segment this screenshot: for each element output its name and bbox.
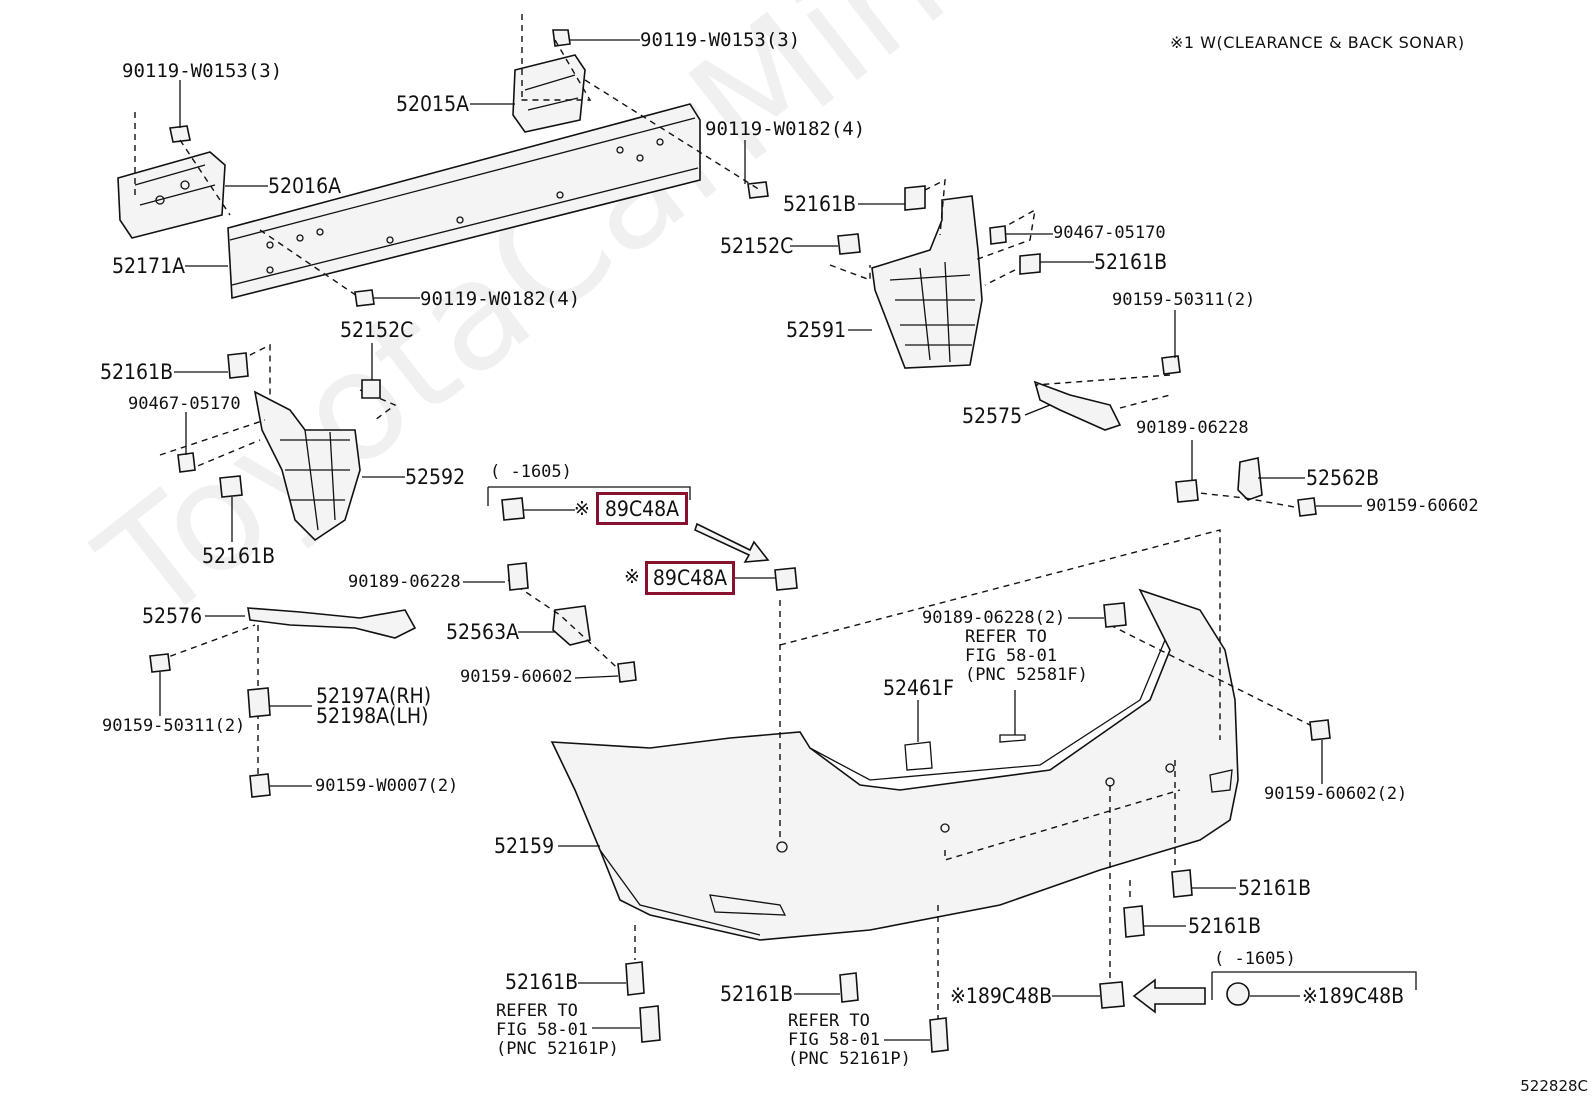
refer2-line2: FIG 58-01 [496,1020,589,1040]
label-90119-w0153-top[interactable]: 90119-W0153(3) [640,29,801,51]
label-90159-w0007[interactable]: 90159-W0007(2) [315,776,459,796]
figure-code: 522828C [1520,1077,1588,1095]
label-90119-w0153-left[interactable]: 90119-W0153(3) [122,60,283,82]
refer3-line3: (PNC 52161P) [788,1049,911,1069]
bolts-upper [169,29,769,307]
refer2-line1: REFER TO [496,1001,578,1021]
label-52161b-r1[interactable]: 52161B [783,192,857,216]
label-89c48b-2[interactable]: ※189C48B [1302,984,1405,1008]
label-52015a[interactable]: 52015A [396,92,470,116]
label-52171a[interactable]: 52171A [112,254,186,278]
label-90159-50311-r[interactable]: 90159-50311(2) [1112,290,1256,310]
label-52562b[interactable]: 52562B [1306,466,1380,490]
leader-lines [159,39,1417,1041]
note-mark-1: ※ [574,498,590,520]
label-52016a[interactable]: 52016A [268,174,342,198]
label-90467-05170-r[interactable]: 90467-05170 [1053,223,1166,243]
label-90119-w0182-right[interactable]: 90119-W0182(4) [705,118,866,140]
label-52198a[interactable]: 52198A(LH) [316,704,429,728]
label-90189-06228-2[interactable]: 90189-06228(2) [922,608,1066,628]
refer3-line1: REFER TO [788,1011,870,1031]
label-90119-w0182-bottom[interactable]: 90119-W0182(4) [420,288,581,310]
label-90189-06228-l[interactable]: 90189-06228 [348,572,461,592]
label-52563a[interactable]: 52563A [446,620,520,644]
side-bracket-52592 [253,390,361,542]
label-52591[interactable]: 52591 [786,318,847,342]
label-1605-top: ( -1605) [490,462,572,482]
label-90159-60602-r[interactable]: 90159-60602 [1366,496,1479,516]
arrow-to-bumper-clip [1132,978,1206,1014]
arrow-to-clip [694,522,770,563]
highlight-89c48a-1[interactable]: 89C48A [596,492,688,525]
label-89c48a-1: 89C48A [604,496,680,521]
label-52575[interactable]: 52575 [962,404,1023,428]
label-52161b-l1[interactable]: 52161B [100,360,174,384]
reinforcement-bar [227,103,701,300]
label-90159-60602-l[interactable]: 90159-60602 [460,667,573,687]
label-52161b-r2[interactable]: 52161B [1094,250,1168,274]
bracket-52575 [1033,380,1122,431]
label-52152c-l[interactable]: 52152C [340,318,414,342]
label-52461f[interactable]: 52461F [883,676,954,700]
label-90159-60602-2[interactable]: 90159-60602(2) [1264,784,1408,804]
label-52161b-b2[interactable]: 52161B [1188,914,1262,938]
note-mark-2: ※ [624,566,640,588]
label-52161b-b4[interactable]: 52161B [720,982,794,1006]
label-52197a[interactable]: 52197A(RH) [316,684,432,708]
side-bracket-52591 [871,195,983,369]
bracket-52015a [512,54,586,133]
label-90467-05170-l[interactable]: 90467-05170 [128,394,241,414]
refer1-line3: (PNC 52581F) [965,665,1088,685]
label-1605-bottom: ( -1605) [1214,949,1296,969]
label-52159[interactable]: 52159 [494,834,555,858]
header-note: ※1 W(CLEARANCE & BACK SONAR) [1170,33,1465,52]
label-52161b-b3[interactable]: 52161B [505,970,579,994]
refer1-line2: FIG 58-01 [965,646,1058,666]
highlight-89c48a-2[interactable]: 89C48A [645,561,735,595]
bracket-52016a [117,151,226,239]
label-90189-06228-r[interactable]: 90189-06228 [1136,418,1249,438]
label-90159-50311-l[interactable]: 90159-50311(2) [102,716,246,736]
label-89c48a-2: 89C48A [652,566,728,590]
refer2-line3: (PNC 52161P) [496,1039,619,1059]
label-52576[interactable]: 52576 [142,604,203,628]
refer1-line1: REFER TO [965,627,1047,647]
label-52161b-l2[interactable]: 52161B [202,544,276,568]
label-52152c-r[interactable]: 52152C [720,234,794,258]
label-52592[interactable]: 52592 [405,465,466,489]
bumper-cover-52159 [550,588,1239,941]
refer3-line2: FIG 58-01 [788,1030,881,1050]
fasteners [149,185,1331,1053]
label-89c48b-1[interactable]: ※189C48B [950,984,1053,1008]
bracket-52576 [247,607,417,639]
bracket-52562b [1237,457,1263,501]
label-52161b-b1[interactable]: 52161B [1238,876,1312,900]
